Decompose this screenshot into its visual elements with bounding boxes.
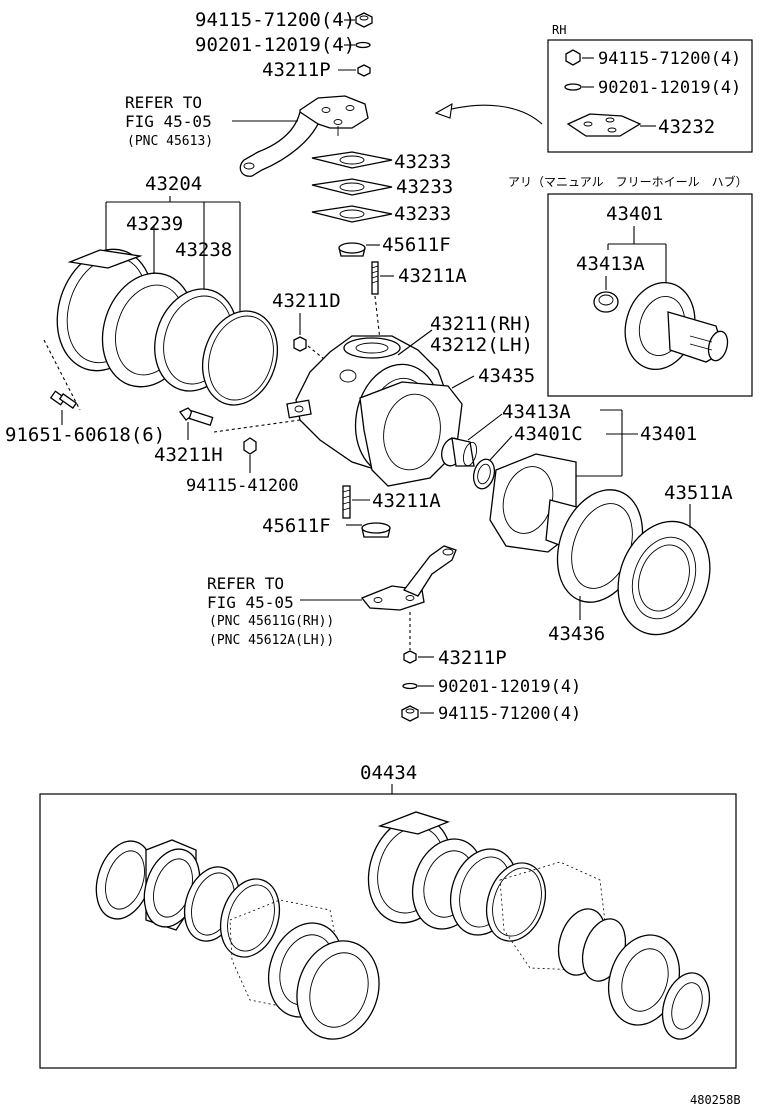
bolt-91651-icon <box>49 390 78 409</box>
hub-box <box>547 193 753 397</box>
hub-gasket-icon <box>617 520 711 636</box>
nut-top-icon <box>355 12 373 28</box>
nut-94115-41200-icon <box>243 437 257 455</box>
label-ref-upper-2: FIG 45-05 <box>125 112 212 131</box>
label-spindle-gasket: 43436 <box>548 623 605 645</box>
stud-bottom-icon <box>403 650 417 664</box>
label-ref-lower-3: (PNC 45611G(RH)) <box>209 614 334 629</box>
gasket-43435-icon <box>359 381 463 487</box>
label-ref-lower-2: FIG 45-05 <box>207 593 294 612</box>
upper-steering-arm-icon <box>239 95 369 177</box>
bearing-cone-upper-icon <box>338 242 366 257</box>
label-shim-b: 43233 <box>396 176 453 198</box>
washer-bottom-icon <box>402 682 418 690</box>
rh-pointer-arrow <box>439 104 543 125</box>
label-bushing-d: 43211D <box>272 290 341 312</box>
label-knuckle-rh: 43211(RH) <box>430 313 533 335</box>
label-cone-lower: 45611F <box>262 515 331 537</box>
label-ref-lower-4: (PNC 45612A(LH)) <box>209 633 334 648</box>
label-shim-c: 43233 <box>394 203 451 225</box>
rh-box-washer: 90201-12019(4) <box>598 78 741 98</box>
rh-box <box>547 39 753 153</box>
nut-bottom-icon <box>401 705 419 722</box>
label-bolt-h: 43211H <box>154 444 223 466</box>
label-seal-set: 43204 <box>145 173 202 195</box>
kit-right-assembly-icon <box>367 811 711 1040</box>
label-gasket-435: 43435 <box>478 365 535 387</box>
rh-box-arm: 43232 <box>658 116 715 138</box>
rh-box-nut: 94115-71200(4) <box>598 49 741 69</box>
bolt-43211h-icon <box>179 407 214 427</box>
label-spindle-bush: 43413A <box>502 401 571 423</box>
label-hub-gasket: 43511A <box>664 482 733 504</box>
spindle-bushing-icon <box>441 437 478 467</box>
label-cone-upper: 45611F <box>382 234 451 256</box>
label-stud-bottom: 43211P <box>438 647 507 669</box>
stud-top-icon <box>357 64 371 77</box>
rh-washer-icon <box>564 83 582 91</box>
label-kit: 04434 <box>360 762 417 784</box>
label-washer-bottom: 90201-12019(4) <box>438 677 581 697</box>
arrow-head-icon <box>434 102 453 119</box>
hub-box-note: アリ（マニュアル フリーホイール ハブ） <box>508 174 748 189</box>
label-ref-upper-1: REFER TO <box>125 93 202 112</box>
label-stud-a-upper: 43211A <box>398 265 467 287</box>
kit-box <box>39 793 737 1069</box>
bushing-d-icon <box>293 336 307 352</box>
label-nut-bottom: 94115-71200(4) <box>438 704 581 724</box>
hub-box-bushing: 43413A <box>576 253 645 275</box>
label-shim-a: 43233 <box>394 151 451 173</box>
kit-left-assembly-icon <box>95 839 380 1040</box>
bearing-cone-lower-icon <box>361 522 391 538</box>
label-stud-top: 43211P <box>262 59 331 81</box>
rh-arm-icon <box>566 113 642 137</box>
hub-bushing-icon <box>593 291 619 313</box>
label-felt-dust-seal: 43238 <box>175 239 232 261</box>
label-stud-a-lower: 43211A <box>372 490 441 512</box>
label-bolt-916: 91651-60618(6) <box>5 424 165 446</box>
washer-top-icon <box>355 41 371 49</box>
label-ref-lower-1: REFER TO <box>207 574 284 593</box>
hub-spindle-icon <box>624 281 729 371</box>
label-nut-941: 94115-41200 <box>186 476 299 496</box>
stud-lower-icon <box>342 485 351 519</box>
lower-steering-arm-icon <box>360 545 457 611</box>
label-seal-retainer: 43239 <box>126 213 183 235</box>
stud-upper-icon <box>371 261 379 295</box>
shim-icon <box>311 151 393 223</box>
figure-code: 480258B <box>690 1093 741 1107</box>
label-ref-upper-3: (PNC 45613) <box>127 134 213 149</box>
rh-nut-icon <box>565 49 581 66</box>
rh-box-title: RH <box>552 23 566 37</box>
label-spindle-seal: 43401C <box>514 423 583 445</box>
label-knuckle-lh: 43212(LH) <box>430 334 533 356</box>
spindle-seal-icon <box>472 458 496 490</box>
hub-box-spindle: 43401 <box>606 203 663 225</box>
label-spindle: 43401 <box>640 423 697 445</box>
label-washer-top: 90201-12019(4) <box>195 34 355 56</box>
seal-set-rings-icon <box>56 248 278 406</box>
label-nut-top: 94115-71200(4) <box>195 9 355 31</box>
